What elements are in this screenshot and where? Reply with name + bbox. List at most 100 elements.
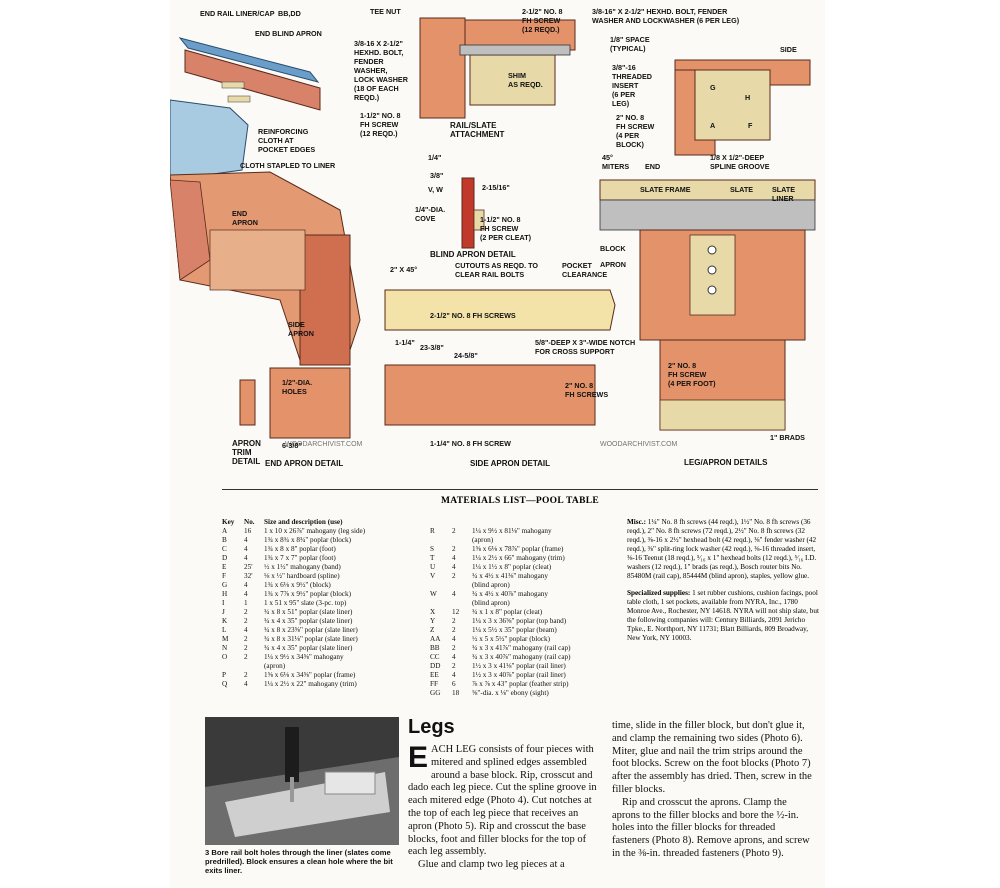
cell-quantity: 2 [244,653,248,661]
label-end-apron-2: APRON [232,218,258,227]
cell-key: C [222,545,227,553]
caption-side-apron: SIDE APRON DETAIL [470,459,550,468]
slate-shape [459,44,571,56]
label-side: SIDE [780,45,797,54]
photo-caption-text: Bore rail bolt holes through the liner (… [205,848,393,875]
misc-text: 1¼" No. 8 fh screws (44 reqd.), 1½" No. … [627,518,817,580]
cell-description: ¾ x 3 x 40⅞" mahogany (rail cap) [472,653,571,661]
cell-description: 1 x 51 x 95" slate (3-pc. top) [264,599,347,607]
cell-key: BB [430,644,440,652]
caption-apron-trim: APRON [232,439,261,448]
leg-shape [299,234,351,366]
pool-table-diagram: END RAIL LINER/CAP BB,DD END BLIND APRON… [170,7,816,468]
misc-label: Misc.: [627,518,646,526]
cell-quantity: 4 [452,653,456,661]
dim-14: 1/4" [428,153,441,162]
label-cleat-screw-3: (2 PER CLEAT) [480,233,532,242]
cell-quantity: 32' [244,572,253,580]
cell-description: 1¾ x 8¾ x 8¾" poplar (block) [264,536,351,544]
cell-key: Y [430,617,436,625]
cell-quantity: 2 [452,626,456,634]
cell-description: 1⅝ x 6⅛ x 34⅝" poplar (frame) [264,671,356,679]
cell-description: ¾ x 3 x 41⅞" mahogany (rail cap) [472,644,571,652]
label-fh2-4: BLOCK) [616,140,645,149]
label-fh-foot: 2" NO. 8 [668,361,696,370]
cell-key: A [222,527,228,535]
cell-quantity: 1 [244,599,248,607]
cell-quantity: 2 [244,608,248,616]
cell-key: U [430,563,436,571]
caption-apron-trim-2: TRIM [232,448,252,457]
label-block: BLOCK [600,244,626,253]
cell-quantity: 4 [452,554,456,562]
bolt-shape [707,265,717,275]
article-paragraph-3: time, slide in the filler block, but don… [612,720,812,795]
label-cove: 1/4"-DIA. [415,205,445,214]
cell-key: P [222,671,226,679]
cell-quantity: 4 [452,590,456,598]
label-fh-foot-3: (4 PER FOOT) [668,379,716,388]
header-desc: Size and description (use) [264,518,343,526]
label-shim-2: AS REQD. [508,80,543,89]
dim-2-15: 2-15/16" [482,183,510,192]
label-fh-114: 1-1/4" NO. 8 FH SCREW [430,439,511,448]
label-fh-screw-top-2: FH SCREW [522,16,561,25]
cell-quantity: 2 [452,644,456,652]
article-column-1: E ACH LEG consists of four pieces with m… [408,743,598,872]
cell-description: 1½ x 3 x 41⅛" poplar (rail liner) [472,662,566,670]
cell-description: ¾ x 4½ x 41⅜" mahogany [472,572,548,580]
label-f: F [748,121,753,130]
label-hexhd-2: HEXHD. BOLT, [354,48,403,57]
cell-quantity: 2 [452,617,456,625]
photo-bore-rail-holes [205,717,399,845]
cell-quantity: 4 [244,590,248,598]
caption-leg-apron: LEG/APRON DETAILS [684,458,768,467]
cell-key: O [222,653,228,661]
cell-quantity: 2 [452,527,456,535]
cell-key: R [430,527,435,535]
cell-description: ¾ x 8 x 23⅝" poplar (slate liner) [264,626,358,634]
cell-key: F [222,572,226,580]
cell-key: J [222,608,225,616]
label-insert: 3/8"-16 [612,63,636,72]
cell-description: ½ x 1½" mahogany (band) [264,563,341,571]
cell-key: FF [430,680,438,688]
header-no: No. [244,518,255,526]
cell-quantity: 12 [452,608,460,616]
end-apron-shape [269,367,351,439]
materials-row: BB 2 ¾ x 3 x 41⅞" mahogany (rail cap) [430,644,622,653]
label-insert-4: (6 PER [612,90,636,99]
label-insert-3: INSERT [612,81,639,90]
cell-key: G [222,581,228,589]
cell-key: GG [430,689,441,697]
cell-description: 1¾ x 8 x 8" poplar (foot) [264,545,336,553]
cell-key: I [222,599,225,607]
label-insert-5: LEG) [612,99,630,108]
cell-key: N [222,644,228,652]
label-insert-2: THREADED [612,72,652,81]
label-fh-112-2: FH SCREW [360,120,399,129]
cell-description: (blind apron) [472,599,510,607]
special-label: Specialized supplies: [627,589,691,597]
cell-quantity: 2 [244,635,248,643]
cell-quantity: 2 [244,671,248,679]
label-hexhd-4: WASHER, [354,66,388,75]
label-cleat-screw-2: FH SCREW [480,224,519,233]
label-hexhd-5: LOCK WASHER [354,75,409,84]
materials-row: P 2 1⅝ x 6⅛ x 34⅝" poplar (frame) [222,671,414,680]
cell-description: ¾ x 4 x 35" poplar (slate liner) [264,617,353,625]
